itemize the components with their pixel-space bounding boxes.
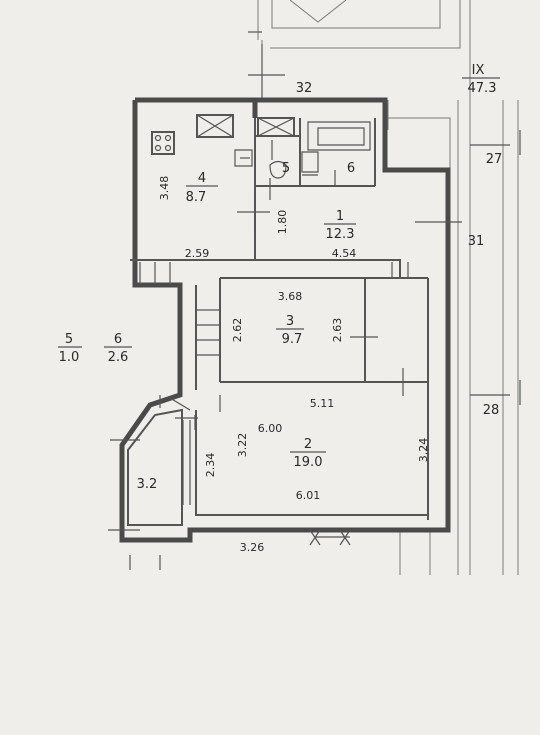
dim-1-80: 1.80	[276, 210, 289, 235]
dim-3-48: 3.48	[158, 176, 171, 201]
section-numbers: IX 47.3 32 27 31 28	[296, 63, 503, 418]
legend-left: 5 1.0 6 2.6	[58, 332, 132, 365]
legend-6-number: 6	[114, 332, 122, 347]
dim-6-00: 6.00	[258, 422, 283, 435]
legend-5-number: 5	[65, 332, 73, 347]
dim-3-26: 3.26	[240, 541, 265, 554]
dim-4-54: 4.54	[332, 247, 357, 260]
dim-2-62: 2.62	[231, 318, 244, 343]
dim-3-22: 3.22	[236, 433, 249, 458]
section-ix-area: 47.3	[468, 81, 497, 96]
section-31: 31	[468, 234, 485, 249]
outer-walls	[119, 97, 451, 543]
dim-3-2: 3.2	[137, 477, 158, 492]
dim-2-34: 2.34	[204, 453, 217, 478]
room-5-number: 5	[282, 161, 290, 176]
room-2-number: 2	[304, 437, 312, 452]
dim-5-11: 5.11	[310, 397, 335, 410]
legend-5-area: 1.0	[59, 350, 80, 365]
section-27: 27	[486, 152, 503, 167]
dim-2-63: 2.63	[331, 318, 344, 343]
dim-3-68: 3.68	[278, 290, 303, 303]
room-1-area: 12.3	[326, 227, 355, 242]
legend-6-area: 2.6	[108, 350, 129, 365]
inner-walls	[108, 114, 462, 570]
room-1-number: 1	[336, 209, 344, 224]
room-2-area: 19.0	[294, 455, 323, 470]
dim-3-24: 3.24	[417, 438, 430, 463]
room-4-number: 4	[198, 171, 206, 186]
room-3-number: 3	[286, 314, 294, 329]
section-28: 28	[483, 403, 500, 418]
dim-2-59: 2.59	[185, 247, 210, 260]
room-3-area: 9.7	[282, 332, 303, 347]
section-32: 32	[296, 81, 313, 96]
dim-6-01: 6.01	[296, 489, 321, 502]
room-4-area: 8.7	[186, 190, 207, 205]
neighbor-structures	[248, 0, 521, 575]
room-labels: 4 8.7 1 12.3 3 9.7 2 19.0 5 6	[186, 161, 356, 470]
room-6-number: 6	[347, 161, 355, 176]
section-ix: IX	[472, 63, 485, 78]
dimension-labels: 3.48 2.59 1.80 4.54 3.68 2.62 2.63 5.11 …	[137, 176, 430, 554]
